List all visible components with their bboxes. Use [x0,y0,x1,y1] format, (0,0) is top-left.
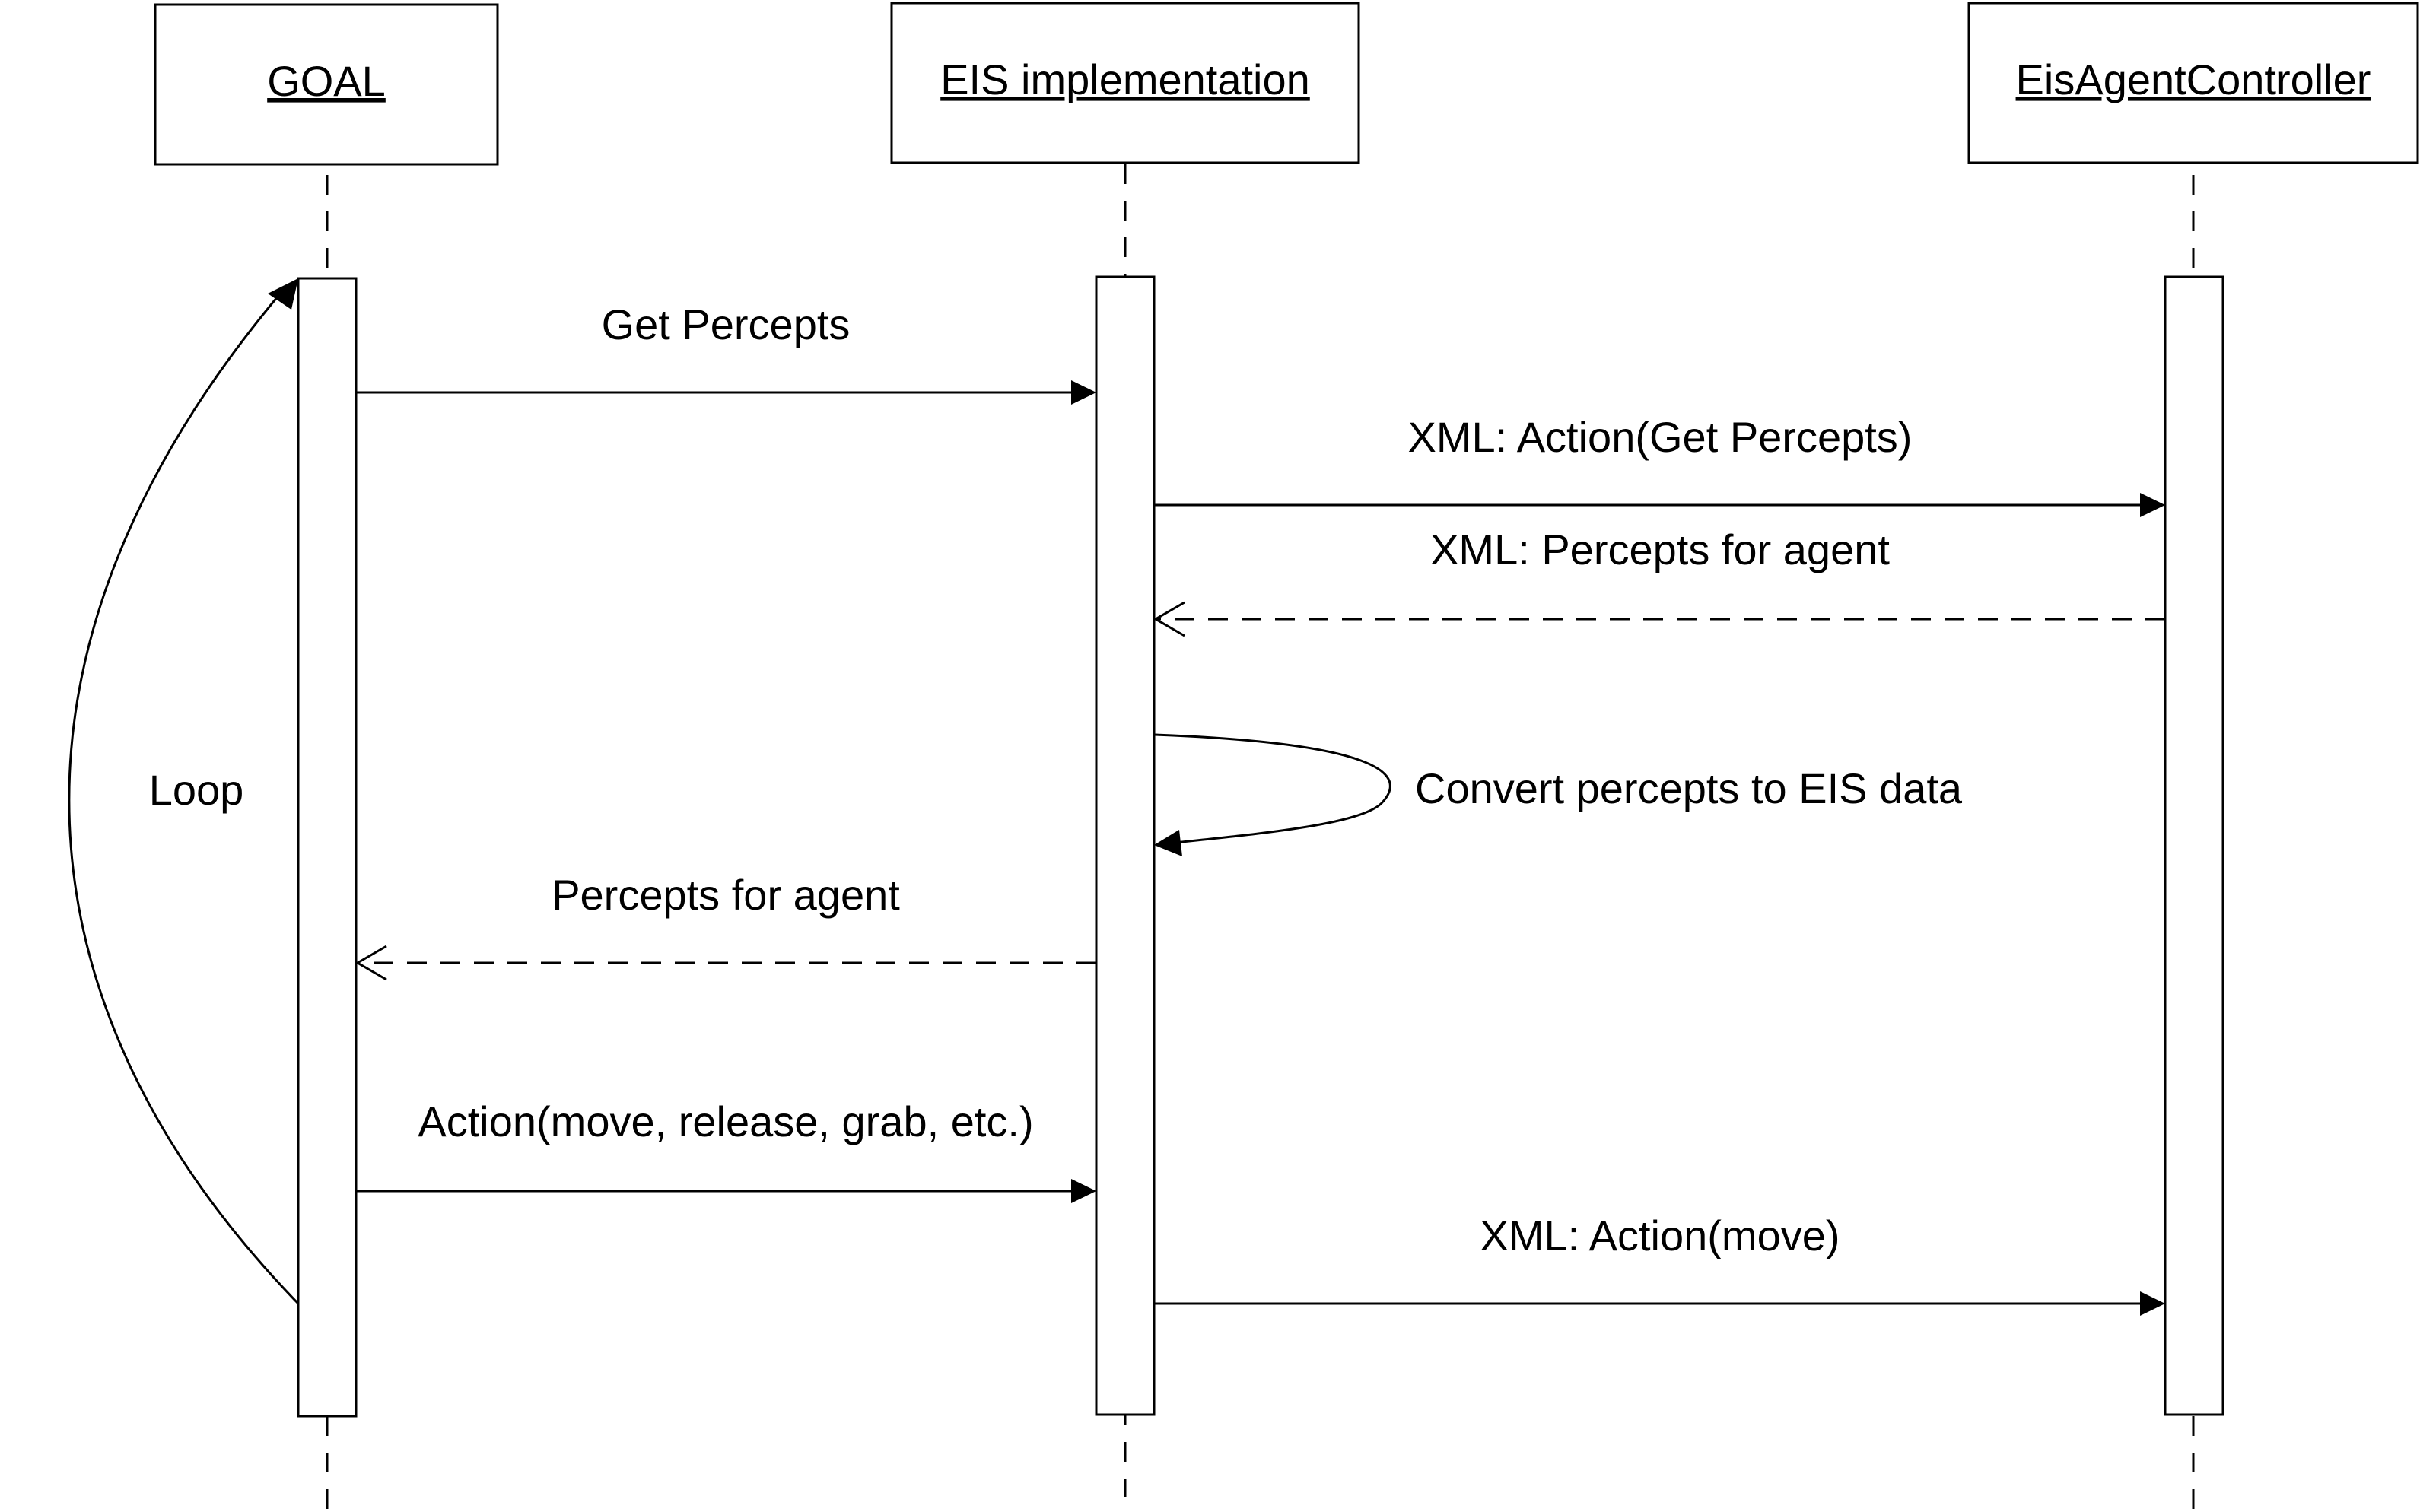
message-label-percepts-for-agent: Percepts for agent [552,871,900,919]
participant-goal-label: GOAL [267,57,386,105]
message-label-xml-percepts-for-agent: XML: Percepts for agent [1430,526,1890,573]
message-arrow-percepts-for-agent [355,945,1096,981]
message-arrow-xml-action-move [1154,1291,2165,1316]
message-arrow-xml-percepts-for-agent [1153,601,2165,637]
loop-arrowhead [268,278,298,310]
message-label-get-percepts: Get Percepts [602,300,851,348]
message-arrow-convert-percepts [1153,733,1391,856]
activation-bar-goal [297,277,358,1418]
loop-label: Loop [149,766,244,814]
message-label-xml-action-get-percepts: XML: Action(Get Percepts) [1408,413,1913,461]
participant-eis-implementation-label: EIS implementation [940,56,1310,103]
activation-bar-eisagentcontroller [2164,275,2224,1416]
message-label-action: Action(move, release, grab, etc.) [418,1097,1033,1145]
participant-eis-implementation: EIS implementation [890,2,1360,164]
message-label-convert-percepts: Convert percepts to EIS data [1415,764,1963,812]
message-arrow-get-percepts [356,380,1096,405]
loop-arc [68,278,300,1305]
message-label-xml-action-move: XML: Action(move) [1480,1212,1840,1259]
message-arrow-xml-action-get-percepts [1154,493,2165,517]
participant-goal: GOAL [154,3,499,166]
participant-eisagentcontroller: EisAgentController [1967,2,2419,164]
activation-bar-eis-implementation [1095,275,1156,1416]
participant-eisagentcontroller-label: EisAgentController [2016,56,2371,103]
message-arrow-action [356,1179,1096,1203]
